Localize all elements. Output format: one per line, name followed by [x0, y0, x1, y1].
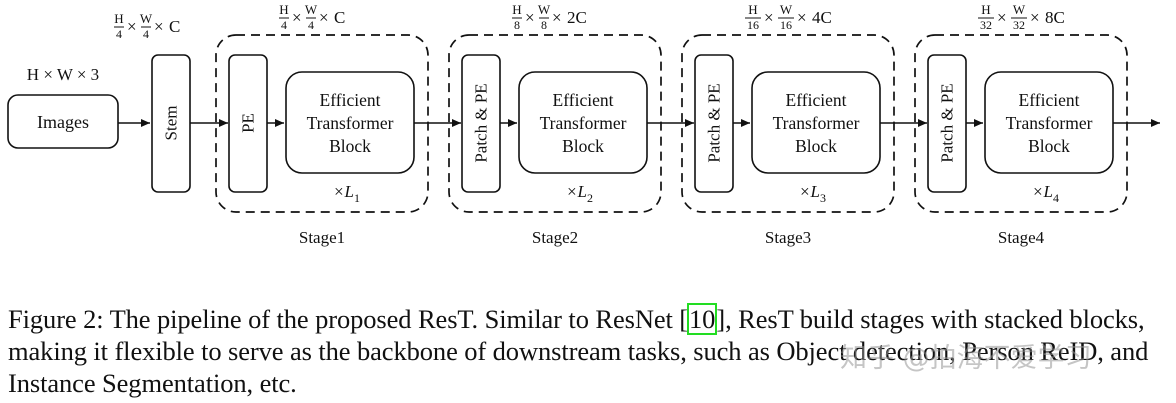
caption-text-2: ], ResT build stages with stacked blocks…	[8, 304, 1149, 398]
stage4-dim-frac-h-den: 32	[980, 18, 992, 32]
stage3-dim-frac-w-den: 16	[780, 18, 792, 32]
stage4-block-label-line1: Efficient	[1019, 90, 1080, 110]
stage1-dim-frac-h-num: H	[279, 2, 288, 17]
stage3-dim-frac-h-den: 16	[747, 18, 759, 32]
stage4-block-label-line2: Transformer	[1006, 113, 1093, 133]
stem-label: Stem	[162, 106, 181, 141]
stage2-dim-times2: ×	[552, 8, 562, 27]
stage2-pe-label: Patch & PE	[472, 83, 491, 162]
stem-dim-times1: ×	[127, 17, 137, 36]
stage2-block-label-line3: Block	[562, 136, 604, 156]
stage4-dim-mult: 8C	[1045, 8, 1065, 27]
figure-caption: Figure 2: The pipeline of the proposed R…	[8, 303, 1174, 399]
stage1-dim-times2: ×	[319, 8, 329, 27]
stage3-name: Stage3	[765, 228, 811, 247]
stage3-dim-mult: 4C	[812, 8, 832, 27]
stage1-pe-label: PE	[239, 113, 258, 133]
stage4-dim-frac-w-num: W	[1013, 2, 1026, 17]
stage2-dim-times1: ×	[525, 8, 535, 27]
stage2-dim-frac-w-den: 8	[541, 18, 547, 32]
stage1-dim-times1: ×	[292, 8, 302, 27]
citation-link[interactable]: 10	[687, 303, 718, 335]
stage1-repeat-label: ×L1	[333, 182, 360, 205]
stage2-repeat-label: ×L2	[566, 182, 593, 205]
stage1-dim-frac-w-num: W	[305, 2, 318, 17]
images-box	[7, 94, 119, 149]
stem-dim-times2: ×	[154, 17, 164, 36]
caption-text-1: Figure 2: The pipeline of the proposed R…	[8, 304, 689, 334]
stage2-block-label-line1: Efficient	[553, 90, 614, 110]
stage1-block-label-line2: Transformer	[307, 113, 394, 133]
stage2-name: Stage2	[532, 228, 578, 247]
stage3-block-label-line2: Transformer	[773, 113, 860, 133]
stage1-dim-mult: C	[334, 8, 345, 27]
stage4-dim-frac-h-num: H	[981, 2, 990, 17]
stage4-pe-label: Patch & PE	[938, 83, 957, 162]
stage3-block-label-line3: Block	[795, 136, 837, 156]
stage1-name: Stage1	[299, 228, 345, 247]
stage4-name: Stage4	[998, 228, 1045, 247]
stem-dim-frac-w-den: 4	[143, 27, 149, 41]
stage3-block-label-line1: Efficient	[786, 90, 847, 110]
stage4-dim-frac-w-den: 32	[1013, 18, 1025, 32]
stage3-dim-frac-h-num: H	[748, 2, 757, 17]
stem-dim-frac-h-num: H	[114, 11, 123, 26]
stage2-block-label-line2: Transformer	[540, 113, 627, 133]
stem-dim-frac-w-num: W	[140, 11, 153, 26]
stage4-repeat-label: ×L4	[1032, 182, 1059, 205]
stage4-dim-times2: ×	[1030, 8, 1040, 27]
stage1-block-label-line1: Efficient	[320, 90, 381, 110]
stage1-dim-frac-w-den: 4	[308, 18, 314, 32]
stage4-dim-times1: ×	[997, 8, 1007, 27]
stage2-dim-frac-h-num: H	[512, 2, 521, 17]
stage3-pe-label: Patch & PE	[705, 83, 724, 162]
stage2-dim-mult: 2C	[567, 8, 587, 27]
stage1-block-label-line3: Block	[329, 136, 371, 156]
images-label: Images	[37, 112, 89, 132]
stage2-dim-frac-h-den: 8	[514, 18, 520, 32]
stage2-dim-frac-w-num: W	[538, 2, 551, 17]
stem-dim-mult: C	[169, 17, 180, 36]
stage1-dim-frac-h-den: 4	[281, 18, 287, 32]
stage3-repeat-label: ×L3	[799, 182, 826, 205]
stage3-dim-times2: ×	[797, 8, 807, 27]
stage4-block-label-line3: Block	[1028, 136, 1070, 156]
stage3-dim-frac-w-num: W	[780, 2, 793, 17]
input-dim-label: H × W × 3	[27, 65, 99, 84]
stem-dim-frac-h-den: 4	[116, 27, 122, 41]
stage3-dim-times1: ×	[764, 8, 774, 27]
